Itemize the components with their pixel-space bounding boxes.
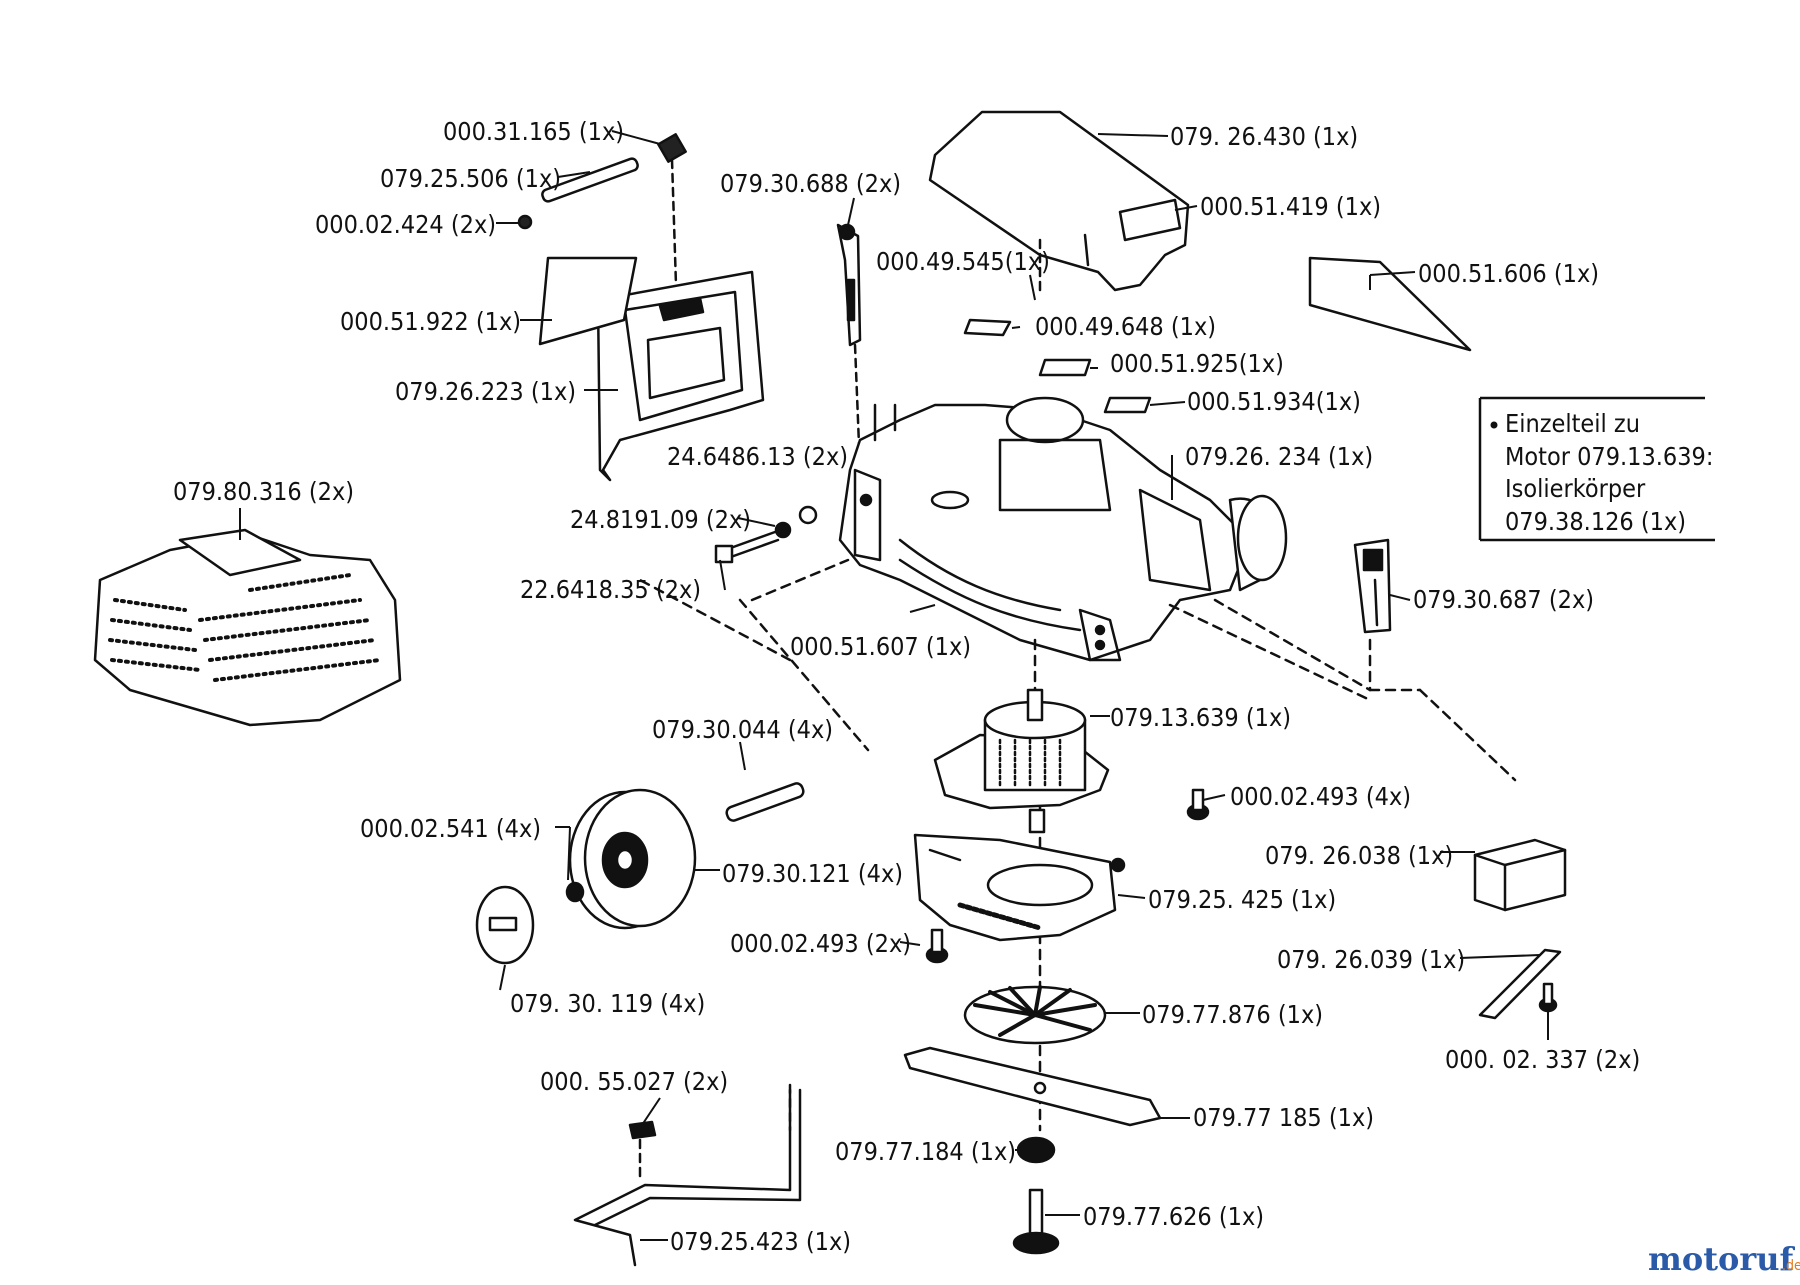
label-079-25-423: 079.25.423 (1x) <box>670 1227 851 1256</box>
note-box: Einzelteil zu Motor 079.13.639: Isolierk… <box>1478 396 1715 542</box>
block-drawing <box>1473 838 1567 912</box>
handle-screw-drawing <box>517 133 687 287</box>
label-000-51-607: 000.51.607 (1x) <box>790 632 971 661</box>
label-000-02-337: 000. 02. 337 (2x) <box>1445 1045 1640 1074</box>
note-line-4: 079.38.126 (1x) <box>1505 507 1686 536</box>
side-clamp-drawing <box>1353 538 1392 634</box>
label-24-8191-09: 24.8191.09 (2x) <box>570 505 751 534</box>
label-079-77-184: 079.77.184 (1x) <box>835 1137 1016 1166</box>
label-000-55-027: 000. 55.027 (2x) <box>540 1067 728 1096</box>
assembly-dashed-lines <box>638 558 1517 1132</box>
sticker-drawings <box>963 256 1472 414</box>
label-079-26-234: 079.26. 234 (1x) <box>1185 442 1373 471</box>
label-079-26-223: 079.26.223 (1x) <box>395 377 576 406</box>
note-line-2: Motor 079.13.639: <box>1505 442 1713 471</box>
label-000-49-648: 000.49.648 (1x) <box>1035 312 1216 341</box>
label-079-26-039: 079. 26.039 (1x) <box>1277 945 1465 974</box>
watermark-main: motoruf <box>1648 1240 1795 1278</box>
label-079-30-121: 079.30.121 (4x) <box>722 859 903 888</box>
label-079-13-639: 079.13.639 (1x) <box>1110 703 1291 732</box>
bullet-icon <box>1490 421 1498 429</box>
grass-box-drawing <box>93 528 402 727</box>
label-079-25-506: 079.25.506 (1x) <box>380 164 561 193</box>
fan-drawing <box>963 985 1107 1045</box>
label-000-49-545: 000.49.545(1x) <box>876 247 1050 276</box>
motoruf-watermark: motoruf .de <box>1648 1240 1800 1278</box>
label-000-51-934: 000.51.934(1x) <box>1187 387 1361 416</box>
bolt-drawings <box>714 505 818 564</box>
note-line-3: Isolierkörper <box>1505 474 1646 503</box>
label-000-51-925: 000.51.925(1x) <box>1110 349 1284 378</box>
label-079-26-430: 079. 26.430 (1x) <box>1170 122 1358 151</box>
catcher-frame-drawing <box>538 256 765 482</box>
blade-bolt-drawing <box>1012 1136 1060 1255</box>
strip-drawing <box>1478 948 1562 1020</box>
label-000-51-606: 000.51.606 (1x) <box>1418 259 1599 288</box>
label-079-30-119: 079. 30. 119 (4x) <box>510 989 705 1018</box>
label-079-30-688: 079.30.688 (2x) <box>720 169 901 198</box>
label-079-30-044: 079.30.044 (4x) <box>652 715 833 744</box>
label-079-26-038: 079. 26.038 (1x) <box>1265 841 1453 870</box>
wheel-drawing <box>475 782 805 965</box>
label-000-51-419: 000.51.419 (1x) <box>1200 192 1381 221</box>
housing-drawing <box>838 396 1288 662</box>
label-079-77-626: 079.77.626 (1x) <box>1083 1202 1264 1231</box>
label-000-02-541: 000.02.541 (4x) <box>360 814 541 843</box>
label-22-6418-35: 22.6418.35 (2x) <box>520 575 701 604</box>
label-000-02-424: 000.02.424 (2x) <box>315 210 496 239</box>
label-000-31-165: 000.31.165 (1x) <box>443 117 624 146</box>
label-24-6486-13: 24.6486.13 (2x) <box>667 442 848 471</box>
fan-housing-drawing <box>913 833 1126 942</box>
blade-drawing <box>903 1046 1162 1127</box>
label-000-02-493-2x: 000.02.493 (2x) <box>730 929 911 958</box>
small-screw-drawings <box>925 788 1558 1013</box>
label-079-30-687: 079.30.687 (2x) <box>1413 585 1594 614</box>
part-labels: 000.31.165 (1x) 079.25.506 (1x) 000.02.4… <box>173 117 1640 1256</box>
label-079-25-425: 079.25. 425 (1x) <box>1148 885 1336 914</box>
label-079-80-316: 079.80.316 (2x) <box>173 477 354 506</box>
label-079-77-185: 079.77 185 (1x) <box>1193 1103 1374 1132</box>
label-000-02-493-4x: 000.02.493 (4x) <box>1230 782 1411 811</box>
watermark-suffix: .de <box>1782 1258 1800 1274</box>
note-line-1: Einzelteil zu <box>1505 409 1640 438</box>
motor-cover-drawing <box>928 110 1190 292</box>
motor-drawing <box>933 688 1110 834</box>
handle-bar-drawing <box>573 1083 802 1267</box>
label-079-77-876: 079.77.876 (1x) <box>1142 1000 1323 1029</box>
label-000-51-922: 000.51.922 (1x) <box>340 307 521 336</box>
